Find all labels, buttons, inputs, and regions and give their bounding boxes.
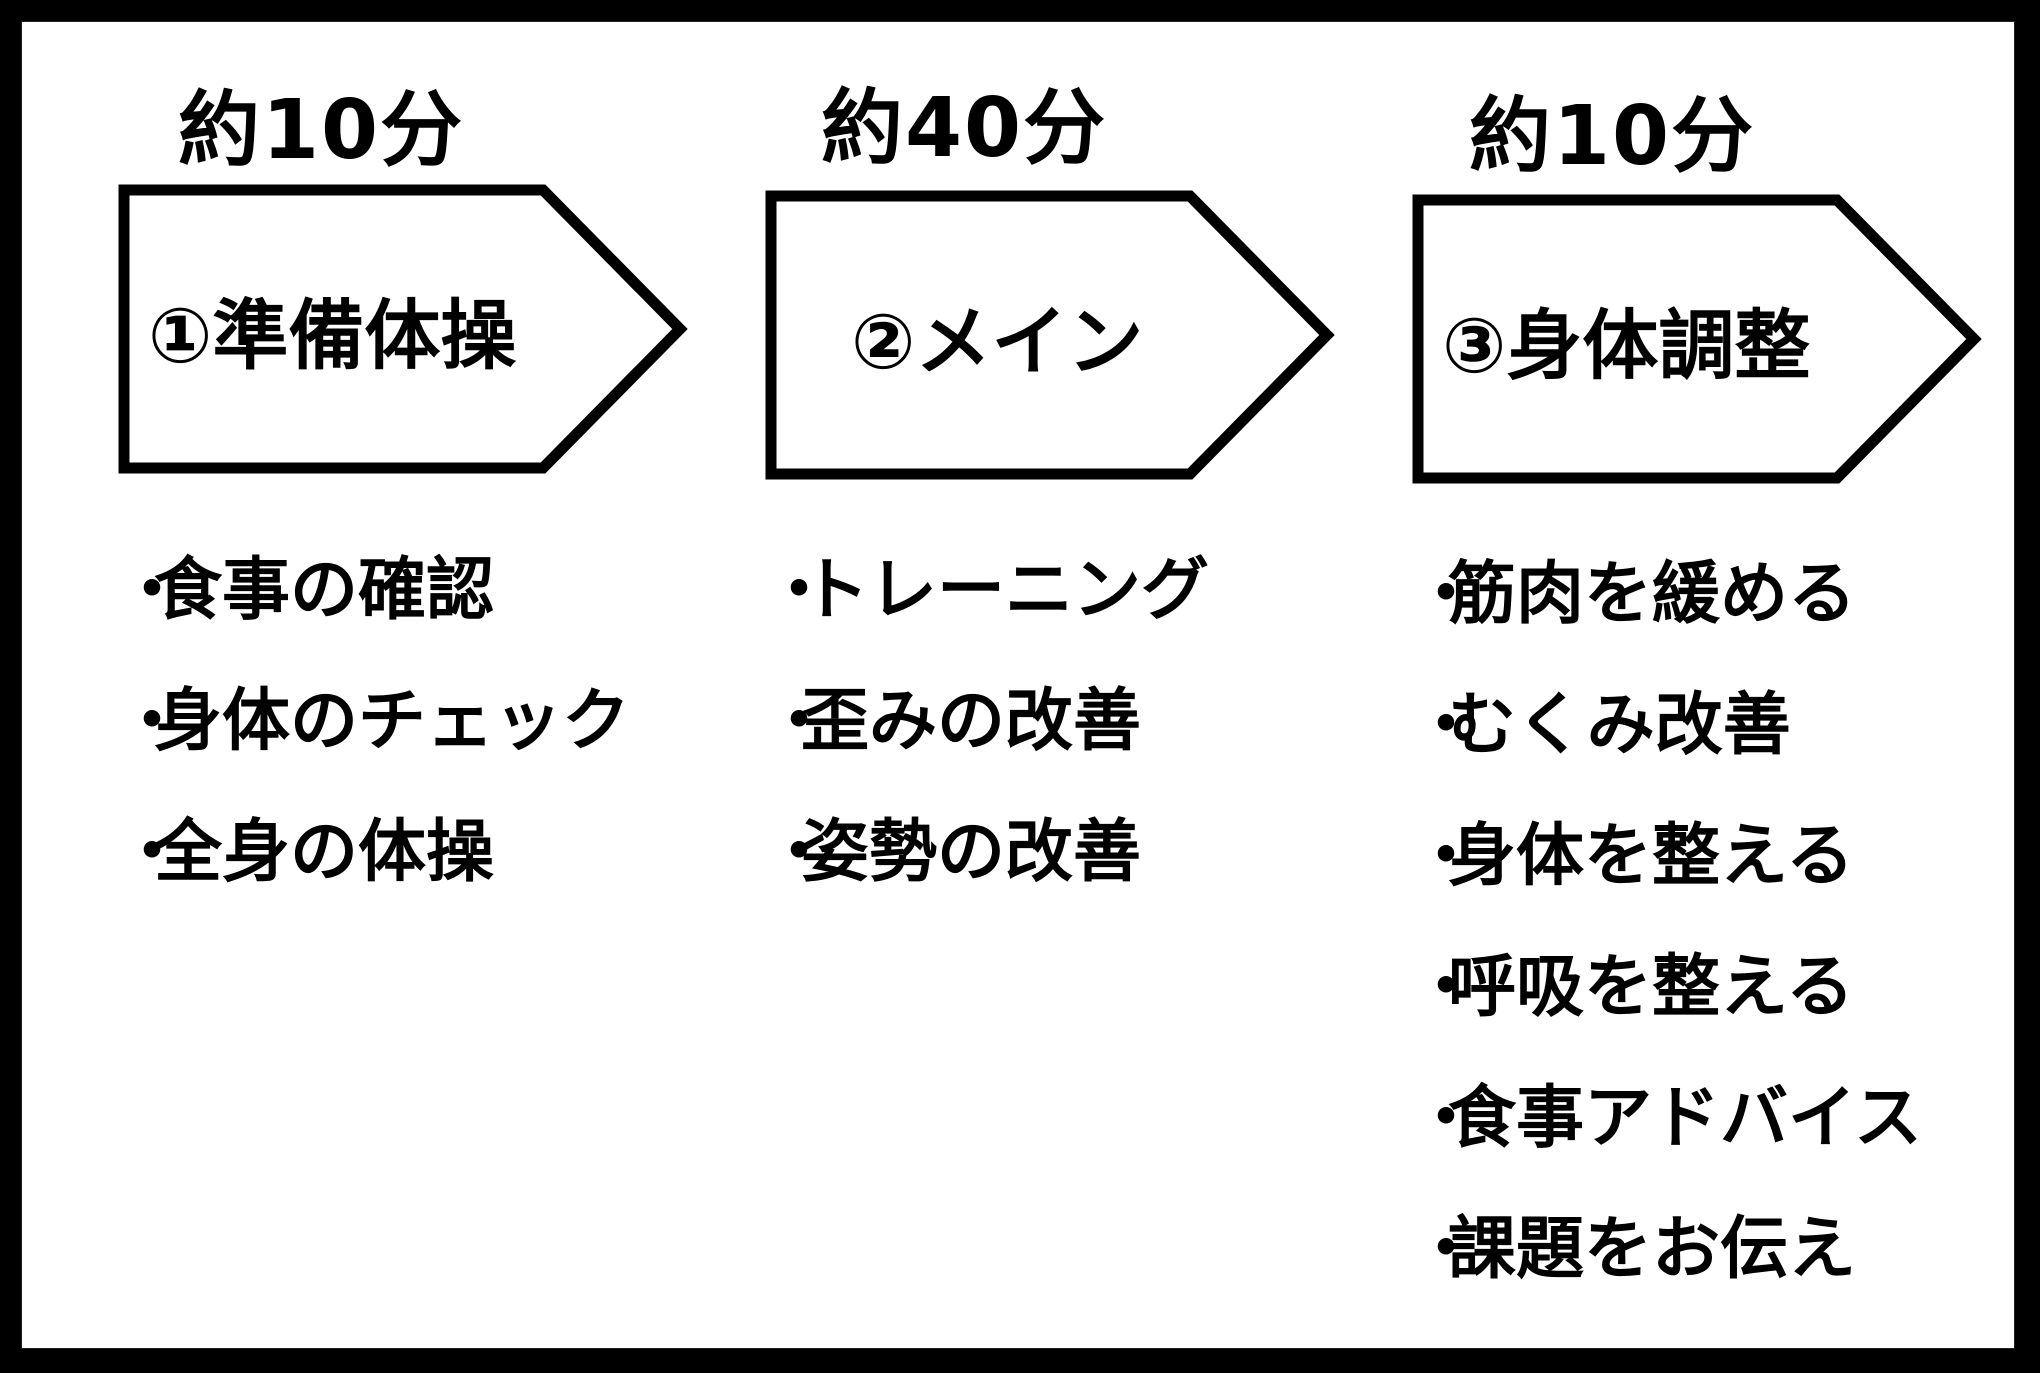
list-item-text: 課題をお伝え	[1448, 1210, 1857, 1289]
list-item-text: 全身の体操	[154, 813, 495, 892]
phase-title: ③身体調整	[1442, 301, 1811, 390]
phase-duration: 約40分	[821, 81, 1108, 176]
list-item-text: トレーニング	[801, 551, 1210, 630]
bullet-icon: ・	[1412, 686, 1481, 765]
list-item-text: 身体を整える	[1448, 817, 1854, 896]
list-item-text: むくみ改善	[1448, 686, 1791, 765]
bullet-icon: ・	[1412, 817, 1481, 896]
bullet-icon: ・	[118, 813, 187, 892]
list-item-text: 歪みの改善	[801, 682, 1142, 761]
list-item: ・食事アドバイス	[1412, 1080, 1922, 1211]
bullet-icon: ・	[118, 682, 187, 761]
pentagon-arrow-icon	[765, 190, 1335, 480]
list-item: ・身体を整える	[1412, 818, 1922, 949]
list-item: ・トレーニング	[765, 552, 1209, 683]
phase-title: ①準備体操	[148, 291, 517, 380]
phase-duration: 約10分	[1469, 89, 1756, 184]
list-item: ・課題をお伝え	[1412, 1211, 1922, 1342]
list-item: ・呼吸を整える	[1412, 949, 1922, 1080]
phase-arrow-shape: ②メイン	[765, 190, 1335, 480]
list-item: ・筋肉を緩める	[1412, 556, 1922, 687]
bullet-icon: ・	[765, 682, 834, 761]
pentagon-arrow-icon	[118, 184, 688, 474]
phase-title: ②メイン	[851, 297, 1144, 386]
pentagon-arrow-icon	[1412, 194, 1982, 484]
phase-arrow-shape: ①準備体操	[118, 184, 688, 474]
list-item-text: 呼吸を整える	[1448, 948, 1854, 1027]
list-item: ・むくみ改善	[1412, 687, 1922, 818]
list-item: ・姿勢の改善	[765, 814, 1209, 945]
bullet-icon: ・	[1412, 1210, 1481, 1289]
list-item-text: 食事アドバイス	[1448, 1079, 1922, 1158]
list-item-text: 身体のチェック	[154, 682, 631, 761]
phase-item-list: ・食事の確認 ・身体のチェック ・全身の体操	[118, 552, 630, 945]
diagram-canvas: 約10分 ①準備体操 ・食事の確認 ・身体のチェック ・全身の体操 約40分 ②…	[22, 22, 2014, 1348]
list-item: ・食事の確認	[118, 552, 630, 683]
list-item: ・歪みの改善	[765, 683, 1209, 814]
bullet-icon: ・	[1412, 1079, 1481, 1158]
bullet-icon: ・	[765, 551, 834, 630]
phase-arrow-shape: ③身体調整	[1412, 194, 1982, 484]
bullet-icon: ・	[118, 551, 187, 630]
phase-item-list: ・トレーニング ・歪みの改善 ・姿勢の改善	[765, 552, 1209, 945]
bullet-icon: ・	[1412, 948, 1481, 1027]
list-item-text: 食事の確認	[154, 551, 495, 630]
bullet-icon: ・	[765, 813, 834, 892]
list-item: ・全身の体操	[118, 814, 630, 945]
list-item-text: 姿勢の改善	[801, 813, 1142, 892]
phase-duration: 約10分	[178, 83, 465, 178]
phase-item-list: ・筋肉を緩める ・むくみ改善 ・身体を整える ・呼吸を整える ・食事アドバイス …	[1412, 556, 1922, 1342]
list-item: ・身体のチェック	[118, 683, 630, 814]
bullet-icon: ・	[1412, 555, 1481, 634]
list-item-text: 筋肉を緩める	[1448, 555, 1857, 634]
